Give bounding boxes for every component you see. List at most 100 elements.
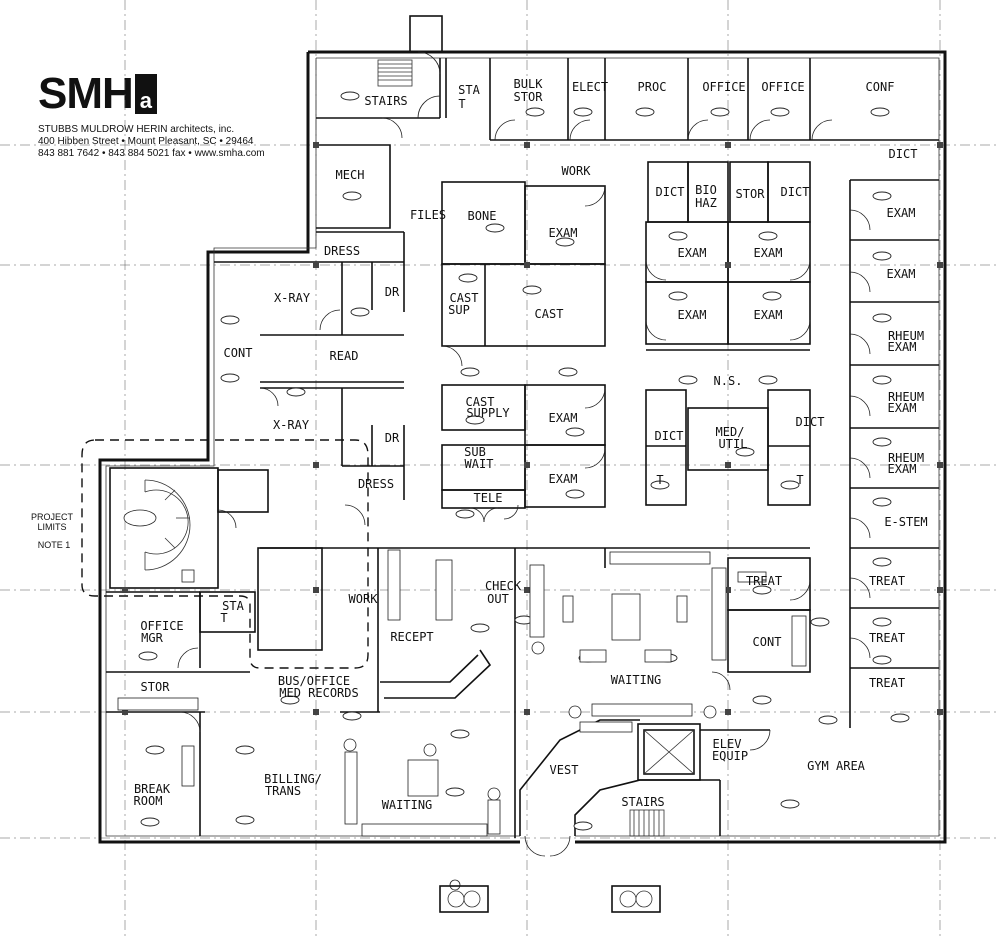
room-check-out-2: OUT [487,592,509,606]
room-bulk-stor-2: STOR [514,90,544,104]
room-bio-haz-2: HAZ [695,196,717,210]
room-elev-equip: ELEV [713,737,742,751]
room-exam-mid-3: EXAM [678,308,707,322]
room-exam-bone: EXAM [549,226,578,240]
logo-address: 400 Hibben Street • Mount Pleasant, SC •… [38,136,254,147]
room-sub-wait-2: WAIT [465,457,494,471]
room-rheum-3: RHEUM [888,451,924,465]
room-work-low: WORK [349,592,379,606]
room-toilet-left: T [656,473,663,487]
room-elect: ELECT [572,80,608,94]
room-rheum-2-exam: EXAM [888,401,917,415]
room-exam-mid-4: EXAM [754,308,783,322]
waiting-furniture [117,549,807,891]
room-waiting-low: WAITING [382,798,433,812]
room-stor-mid: STOR [736,187,766,201]
bollards [439,885,661,913]
exterior-walls [98,15,947,844]
room-billing-trans-2: TRANS [265,784,301,798]
columns [122,142,943,715]
room-elev-equip-2: EQUIP [712,749,748,763]
room-rheum-1-exam: EXAM [888,340,917,354]
room-vest: VEST [550,763,579,777]
room-office-1: OFFICE [702,80,745,94]
project-limits-boundary [81,439,369,669]
room-dict-right: DICT [889,147,918,161]
room-dr-1: DR [385,285,400,299]
project-limits-note: NOTE 1 [38,540,71,550]
room-proc: PROC [638,80,667,94]
room-office-2: OFFICE [761,80,804,94]
stairs-lower-treads [629,809,665,837]
room-xray-2: X-RAY [273,418,310,432]
room-conf: CONF [866,80,895,94]
room-break-room-2: ROOM [134,794,163,808]
room-bulk-stor: BULK [514,77,544,91]
logo-mark-text: SMH [38,69,134,118]
room-dress-low: DRESS [358,477,394,491]
room-med-records: MED RECORDS [279,686,358,700]
room-e-stem: E-STEM [884,515,927,529]
logo-mark-suffix: a [139,88,152,113]
room-bone: BONE [468,209,497,223]
room-office-mgr: OFFICE [140,619,183,633]
room-cast-sup: CAST [450,291,479,305]
room-recept: RECEPT [390,630,433,644]
room-exam-right-2: EXAM [887,267,916,281]
stairs-top-treads [377,59,413,87]
elevator [643,729,695,775]
room-dict-left: DICT [655,429,684,443]
room-dress-top: DRESS [324,244,360,258]
room-stat-top-2: T [458,97,465,111]
room-mech: MECH [336,168,365,182]
logo-mark-box: a [134,74,157,114]
room-bio-haz: BIO [695,183,717,197]
spiral-stair [123,479,191,571]
room-rheum-2: RHEUM [888,390,924,404]
room-stairs-top: STAIRS [364,94,407,108]
room-waiting-main: WAITING [611,673,662,687]
logo-contact: 843 881 7642 • 843 884 5021 fax • www.sm… [38,148,265,159]
room-stat-top: STA [458,83,480,97]
room-gym-area: GYM AREA [807,759,866,773]
room-office-mgr-2: MGR [141,631,163,645]
room-treat-1: TREAT [746,574,782,588]
room-exam-cast-supply: EXAM [549,411,578,425]
room-tele: TELE [474,491,503,505]
room-dict-mid-2: DICT [781,185,810,199]
room-med-util: MED/ [716,425,745,439]
project-limits-label-2: LIMITS [37,522,66,532]
room-med-util-2: UTIL [719,437,748,451]
room-sub-wait: SUB [464,445,486,459]
room-labels: STAIRS STA T BULK STOR ELECT PROC OFFICE… [134,77,928,812]
room-cast: CAST [535,307,564,321]
room-exam-mid-2: EXAM [754,246,783,260]
room-treat-2: TREAT [869,574,905,588]
room-break-room: BREAK [134,782,171,796]
room-ns: N.S. [714,374,743,388]
fixtures [138,91,910,831]
room-read: READ [330,349,359,363]
room-work-top: WORK [562,164,592,178]
project-limits-label-1: PROJECT [31,512,74,522]
room-rheum-1: RHEUM [888,329,924,343]
room-cast-supply-2: SUPPLY [466,406,510,420]
room-stat-low: STA [222,599,244,613]
room-stor-low: STOR [141,680,171,694]
room-stat-low-2: T [220,611,227,625]
room-treat-4: TREAT [869,676,905,690]
interior-walls [106,58,939,838]
room-bus-office: BUS/OFFICE [278,674,350,688]
room-cast-sup-2: SUP [448,303,470,317]
room-treat-3: TREAT [869,631,905,645]
room-stairs-low: STAIRS [621,795,664,809]
room-xray-1: X-RAY [274,291,311,305]
room-cont-left: CONT [224,346,253,360]
room-dict-r: DICT [796,415,825,429]
room-dict-mid: DICT [656,185,685,199]
room-rheum-3-exam: EXAM [888,462,917,476]
room-exam-right-1: EXAM [887,206,916,220]
room-dr-2: DR [385,431,400,445]
